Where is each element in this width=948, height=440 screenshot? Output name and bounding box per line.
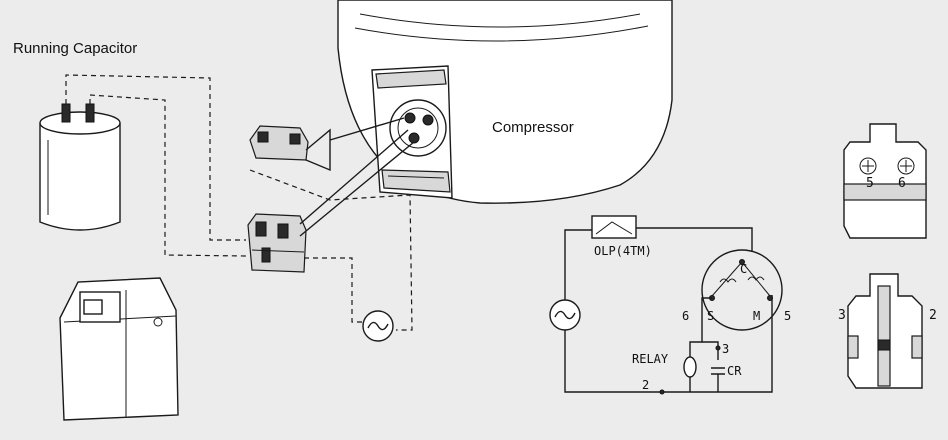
pin-5-label: 5 [784, 309, 792, 323]
running-capacitor-label: Running Capacitor [13, 40, 138, 57]
relay-cover-icon [59, 277, 179, 421]
terminal-c-label: C [740, 262, 748, 276]
pin-6-label: 6 [682, 309, 690, 323]
ac-source-icon [362, 310, 394, 342]
pin-3-label: 3 [722, 342, 730, 356]
relay-side-2-label: 2 [929, 308, 937, 323]
olp-label: OLP(4TM) [594, 244, 652, 258]
relay-label: RELAY [632, 352, 669, 366]
compressor-shell-icon [337, 0, 673, 204]
relay-side-view-icon [847, 273, 923, 389]
relay-top-view-icon [843, 123, 927, 239]
pin-2-label: 2 [642, 378, 650, 392]
cr-label: CR [727, 364, 742, 378]
ptc-relay-icon [247, 213, 307, 273]
relay-top-5-label: 5 [866, 176, 874, 191]
terminal-m-label: M [753, 309, 761, 323]
relay-side-3-label: 3 [838, 308, 846, 323]
capacitor-icon [39, 103, 121, 231]
overload-protector-icon [249, 125, 331, 172]
compressor-label: Compressor [492, 119, 574, 136]
relay-top-6-label: 6 [898, 176, 906, 191]
schematic [549, 215, 783, 395]
terminal-s-label: S [707, 309, 715, 323]
